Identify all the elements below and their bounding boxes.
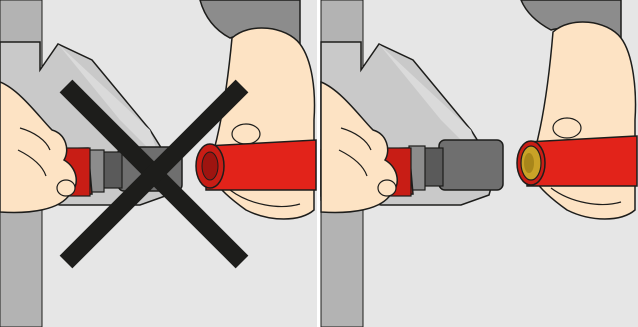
thumbnail (232, 124, 260, 144)
panel-left (0, 0, 317, 327)
thumbnail (553, 118, 581, 138)
gold-insert-inner (524, 153, 534, 173)
tool-cylinder (439, 140, 503, 190)
thumbnail (57, 180, 75, 196)
pipe-opening (202, 152, 218, 180)
thumbnail (378, 180, 396, 196)
panel-right (321, 0, 638, 327)
